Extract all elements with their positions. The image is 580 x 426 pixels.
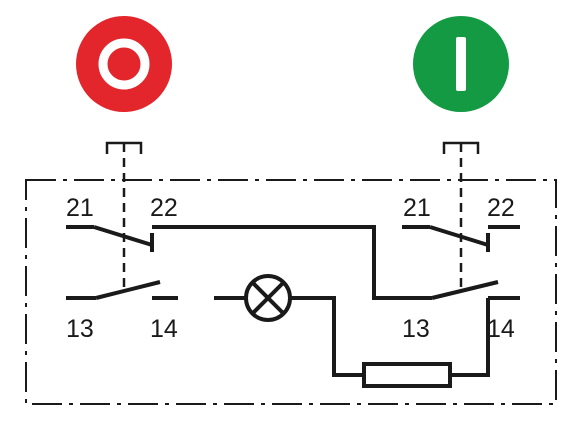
label-right-nc-22: 22: [487, 194, 515, 222]
right-nc-contact: [402, 225, 520, 252]
right-nc-blade: [429, 225, 489, 247]
right-no-blade: [431, 280, 499, 300]
left-nc-blade: [93, 225, 153, 247]
resistor-icon: [362, 362, 452, 388]
indicator-lamp-icon: [244, 274, 292, 322]
start-symbol-i-icon: [456, 37, 466, 91]
label-left-nc-21: 21: [66, 194, 94, 222]
left-no-blade: [95, 280, 161, 300]
label-right-no-13: 13: [402, 315, 430, 343]
wire-nc-to-no: [152, 225, 402, 300]
label-left-no-13: 13: [66, 315, 94, 343]
stop-button-disc: [76, 16, 172, 112]
right-no-contact: [402, 280, 520, 300]
left-nc-contact: [66, 225, 154, 252]
start-button: [413, 16, 509, 112]
label-left-no-14: 14: [150, 315, 178, 343]
stop-symbol-o-icon: [98, 38, 150, 90]
label-right-nc-21: 21: [403, 194, 431, 222]
left-no-contact: [66, 280, 178, 300]
label-left-nc-22: 22: [150, 194, 178, 222]
enclosure-boundary: [25, 179, 557, 405]
resistor-to-right-no-wire: [450, 298, 490, 377]
lamp-cross-b: [251, 281, 285, 315]
stop-button: [76, 16, 172, 112]
lamp-circle: [244, 274, 292, 322]
label-right-no-14: 14: [487, 315, 515, 343]
lamp-right-lead-to-resistor: [290, 296, 364, 377]
